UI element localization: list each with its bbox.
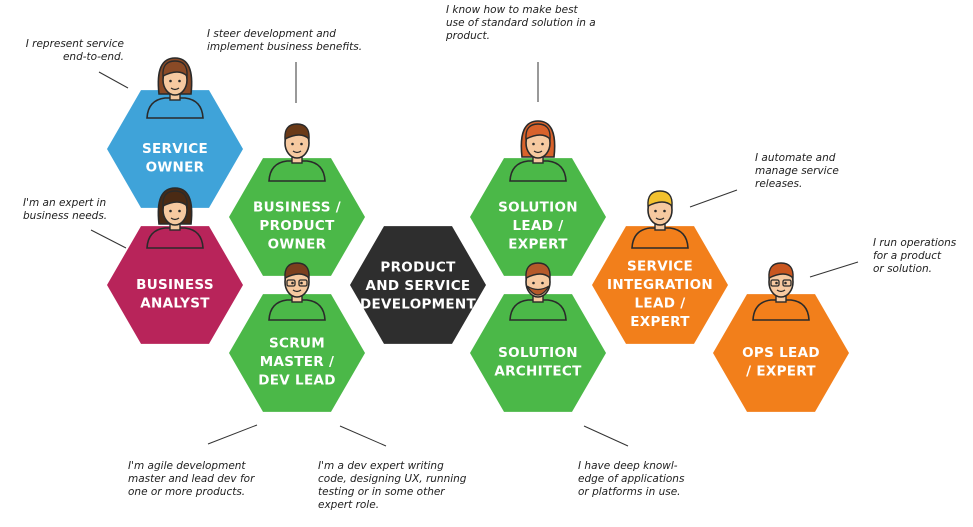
hex-label-business-product-owner: PRODUCT: [259, 218, 335, 234]
avatar-service-integration: [631, 190, 689, 249]
note-line: one or more products.: [128, 486, 246, 498]
hex-business-product-owner: [229, 158, 365, 276]
connector-lines: [90, 62, 859, 447]
note-line: I automate and: [755, 152, 836, 164]
note-line: business needs.: [23, 210, 108, 222]
note-line: implement business benefits.: [207, 41, 363, 53]
connector-dev-expert: [339, 425, 387, 447]
hex-service-integration-lead: [592, 226, 728, 344]
note-line: testing or in some other: [318, 486, 445, 498]
avatar-business-analyst: [146, 187, 204, 249]
note-line: I'm agile development: [128, 460, 246, 472]
hex-label-service-integration-lead: SERVICE: [627, 258, 693, 274]
hex-label-service-integration-lead: EXPERT: [630, 314, 690, 330]
note-line: I have deep knowl-: [578, 460, 678, 472]
connector-service-integration: [689, 189, 738, 208]
hex-solution-architect: [470, 294, 606, 412]
hex-label-business-product-owner: BUSINESS /: [253, 200, 341, 216]
note-line: I'm an expert in: [23, 197, 107, 209]
note-line: edge of applications: [578, 473, 685, 485]
note-line: I represent service: [25, 38, 124, 50]
connector-ops-lead: [809, 261, 859, 278]
note-line: or platforms in use.: [578, 486, 681, 498]
note-line: I steer development and: [207, 28, 336, 40]
avatar-ops-lead: [752, 262, 810, 321]
avatar-solution-architect: [509, 262, 567, 321]
avatar-scrum-master: [268, 262, 326, 321]
note-line: I'm a dev expert writing: [318, 460, 444, 472]
hex-label-service-owner: OWNER: [146, 159, 205, 175]
hex-label-solution-lead: EXPERT: [508, 237, 568, 253]
hex-service-owner: [107, 90, 243, 208]
note-line: manage service: [755, 165, 839, 177]
hex-label-scrum-master: SCRUM: [269, 336, 325, 352]
avatar-business-product-owner: [268, 123, 326, 182]
hex-ops-lead: [713, 294, 849, 412]
hex-label-solution-lead: SOLUTION: [498, 200, 578, 216]
avatar-service-owner: [146, 57, 204, 119]
hex-label-solution-architect: ARCHITECT: [494, 363, 582, 379]
note-line: I know how to make best: [446, 4, 578, 16]
hex-label-business-product-owner: OWNER: [268, 237, 327, 253]
note-line: end-to-end.: [62, 51, 124, 63]
hex-label-scrum-master: DEV LEAD: [258, 373, 335, 389]
note-line: I run operations: [873, 237, 957, 249]
hex-label-service-integration-lead: INTEGRATION: [607, 277, 713, 293]
note-line: product.: [446, 30, 490, 42]
hex-label-product-service-development: AND SERVICE: [366, 278, 471, 294]
hex-label-service-owner: SERVICE: [142, 141, 208, 157]
hex-scrum-master: [229, 294, 365, 412]
hex-label-solution-lead: LEAD /: [513, 218, 564, 234]
note-line: or solution.: [873, 263, 932, 275]
hex-product-service-development: [350, 226, 486, 344]
connector-solution-architect: [583, 425, 629, 447]
hex-label-business-analyst: BUSINESS: [136, 277, 214, 293]
note-line: expert role.: [318, 499, 380, 511]
hex-solution-lead: [470, 158, 606, 276]
note-line: master and lead dev for: [128, 473, 255, 485]
note-line: code, designing UX, running: [318, 473, 467, 485]
hex-label-ops-lead: OPS LEAD: [742, 345, 820, 361]
hex-label-service-integration-lead: LEAD /: [635, 295, 686, 311]
hex-label-ops-lead: / EXPERT: [746, 363, 816, 379]
hex-label-product-service-development: PRODUCT: [380, 260, 456, 276]
connector-scrum-master: [207, 424, 258, 445]
note-line: releases.: [755, 178, 803, 190]
note-line: for a product: [873, 250, 942, 262]
note-line: use of standard solution in a: [446, 17, 596, 29]
connector-service-owner: [98, 71, 129, 89]
hex-label-solution-architect: SOLUTION: [498, 345, 578, 361]
hex-label-scrum-master: MASTER /: [260, 354, 334, 370]
hex-label-business-analyst: ANALYST: [140, 295, 210, 311]
avatar-solution-lead: [509, 120, 567, 182]
connector-business-analyst: [90, 229, 127, 249]
hex-label-product-service-development: DEVELOPMENT: [360, 297, 477, 313]
hex-business-analyst: [107, 226, 243, 344]
